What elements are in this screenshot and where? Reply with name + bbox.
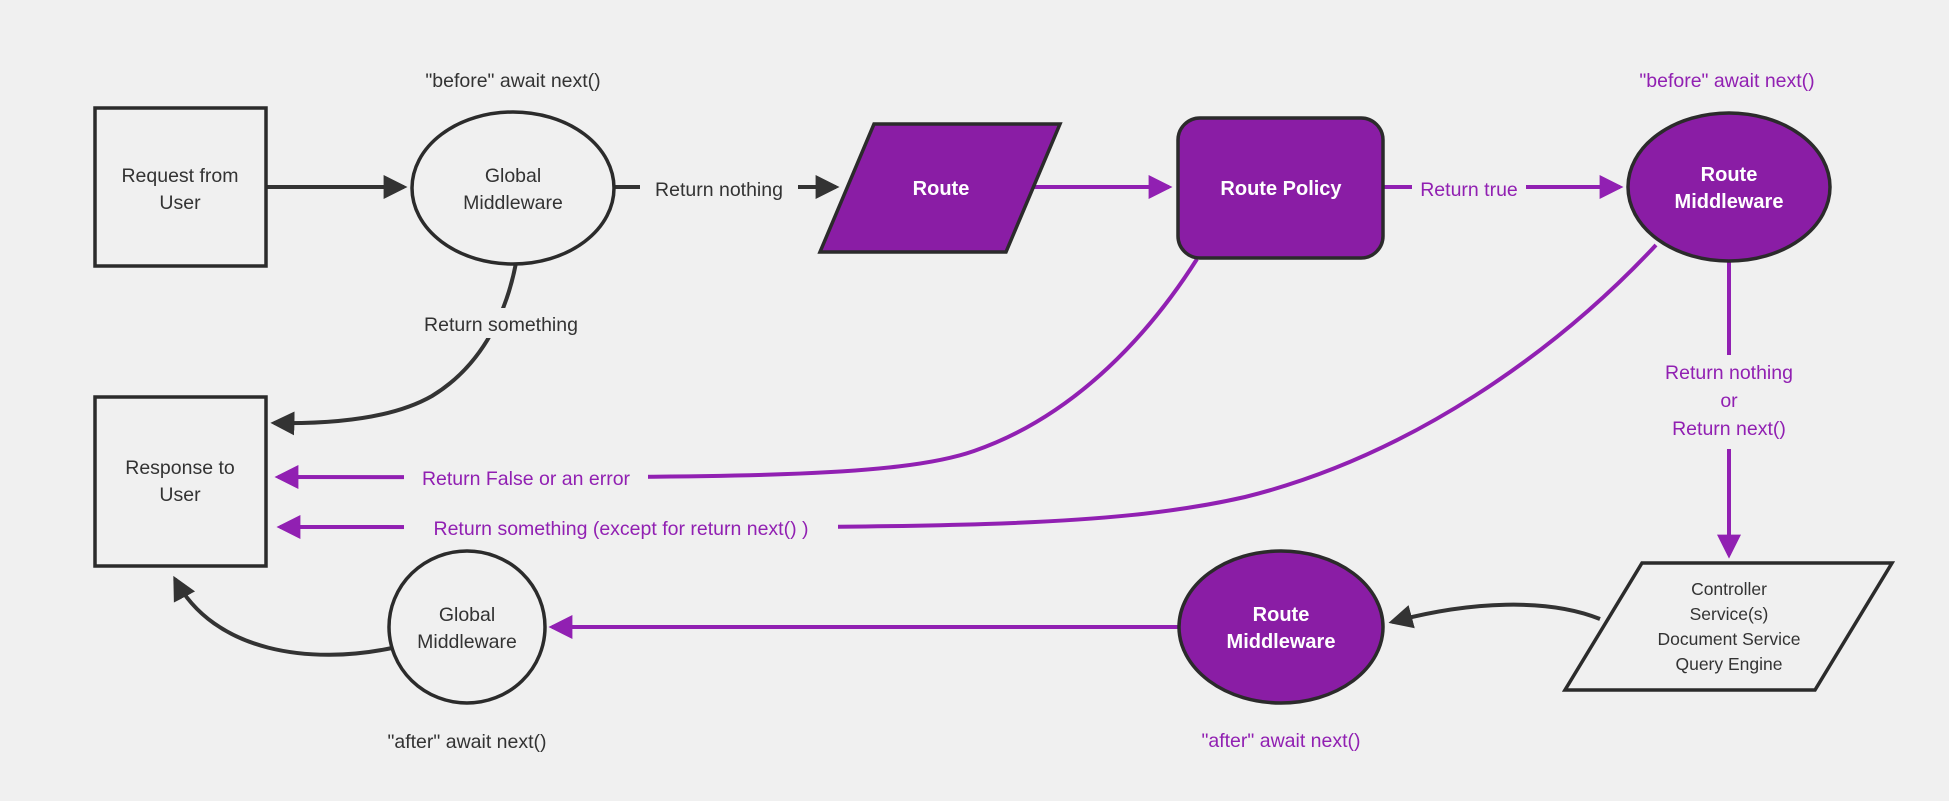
node-route: Route [817, 122, 1063, 254]
node-route-middleware-bottom: Route Middleware [1177, 549, 1385, 705]
edge-label-text: or [1720, 390, 1738, 412]
node-request-from-user: Request from User [93, 106, 268, 268]
global-middleware-ellipse [410, 110, 616, 266]
edge-label-text: Return next() [1672, 418, 1786, 440]
edge-label-return-nothing: Return nothing [640, 172, 798, 202]
edge-label-text: Return False or an error [422, 468, 631, 490]
node-label: Global [439, 604, 495, 626]
edge-return-something-to-response [270, 262, 518, 436]
node-controller-stack: Controller Service(s) Document Service Q… [1561, 561, 1896, 692]
edge-label-return-something-except: Return something (except for return next… [404, 512, 838, 542]
edge-label-bg [404, 512, 838, 542]
edge-label-return-nothing-or-next: Return nothing or Return next() [1645, 355, 1813, 449]
edge-label-return-something: Return something [408, 308, 594, 338]
route-parallelogram [817, 122, 1063, 254]
node-label: Route Policy [1220, 178, 1342, 200]
node-global-middleware-top: Global Middleware [410, 110, 616, 266]
edge-controller-to-route-middleware-bottom [1388, 602, 1601, 629]
edge-label-text: Return true [1420, 179, 1518, 201]
edge-label-bg [1412, 172, 1526, 202]
request-box [93, 106, 268, 268]
node-label: Service(s) [1690, 604, 1769, 624]
edge-label-bg [408, 308, 594, 338]
node-label: Middleware [463, 192, 563, 214]
controller-parallelogram [1561, 561, 1896, 692]
edge-label-bg [1645, 355, 1813, 449]
edge-label-return-true: Return true [1412, 172, 1526, 202]
route-policy-box [1176, 116, 1385, 260]
global-middleware-ellipse [387, 549, 547, 705]
edge-label-text: Return nothing [655, 179, 783, 201]
node-label: User [159, 484, 201, 506]
response-box [93, 395, 268, 568]
node-label: Route [1701, 164, 1758, 186]
annotation-after-await-global: "after" await next() [387, 731, 546, 753]
annotation-before-await-global: "before" await next() [425, 70, 600, 92]
route-middleware-ellipse [1626, 111, 1832, 263]
edge-label-bg [640, 172, 798, 202]
node-global-middleware-bottom: Global Middleware [387, 549, 547, 705]
node-label: Controller [1691, 579, 1767, 599]
node-response-to-user: Response to User [93, 395, 268, 568]
edge-label-text: Return something [424, 314, 578, 336]
node-label: Global [485, 165, 541, 187]
node-label: Document Service [1658, 629, 1801, 649]
edge-label-bg [404, 462, 648, 492]
node-label: User [159, 192, 201, 214]
edge-label-text: Return nothing [1665, 362, 1793, 384]
node-label: Query Engine [1675, 654, 1782, 674]
edge-label-return-false-or-error: Return False or an error [404, 462, 648, 492]
node-route-middleware-top: Route Middleware [1626, 111, 1832, 263]
node-label: Response to [125, 457, 235, 479]
edge-return-false-to-response [274, 257, 1199, 490]
node-label: Route [913, 178, 970, 200]
node-label: Request from [121, 165, 238, 187]
node-label: Middleware [417, 631, 517, 653]
annotation-after-await-route: "after" await next() [1201, 730, 1360, 752]
node-label: Route [1253, 604, 1310, 626]
route-middleware-ellipse [1177, 549, 1385, 705]
node-label: Middleware [1675, 191, 1784, 213]
node-label: Middleware [1227, 631, 1336, 653]
edge-label-text: Return something (except for return next… [434, 518, 809, 540]
edge-global-middleware-bottom-to-response [173, 575, 393, 657]
node-route-policy: Route Policy [1176, 116, 1385, 260]
annotation-before-await-route: "before" await next() [1639, 70, 1814, 92]
